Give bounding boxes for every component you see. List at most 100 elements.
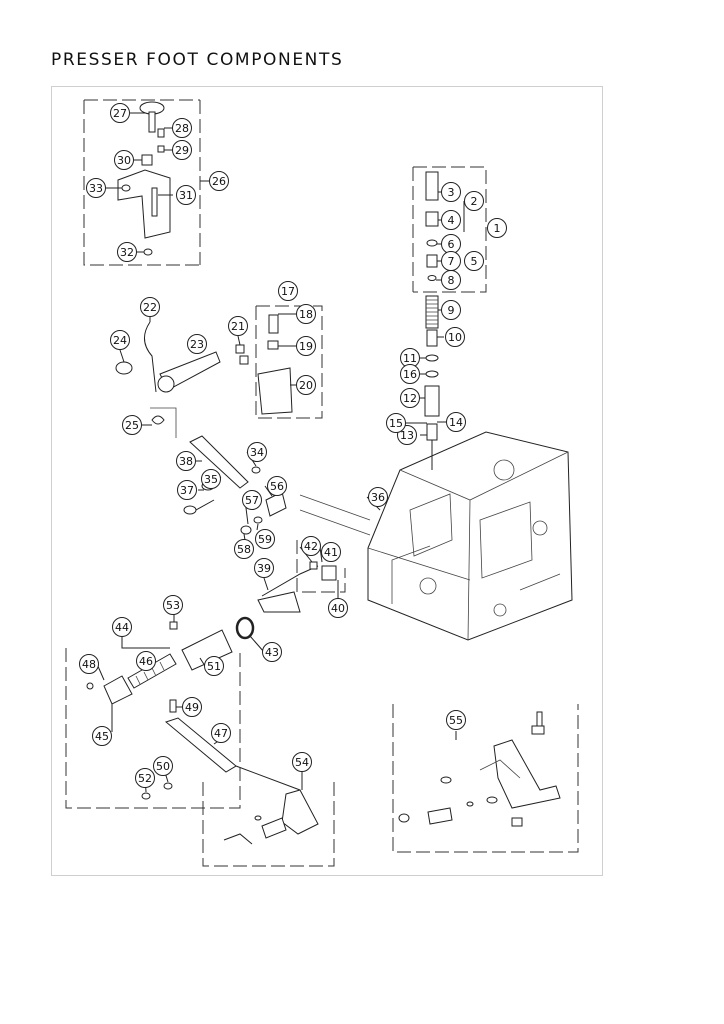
callout-28: 28	[172, 118, 192, 138]
callout-circle	[172, 140, 192, 160]
callout-circle	[79, 654, 99, 674]
callout-number: 25	[125, 419, 139, 432]
callout-circle	[153, 756, 173, 776]
callout-circle	[135, 768, 155, 788]
callout-number: 34	[250, 446, 264, 459]
callout-number: 40	[331, 602, 345, 615]
callout-circle	[446, 710, 466, 730]
presser-foot-bar-parts	[86, 653, 301, 800]
callout-49: 49	[182, 697, 202, 717]
callout-circle	[176, 451, 196, 471]
callout-circle	[321, 542, 341, 562]
callout-number: 9	[448, 304, 455, 317]
callout-circle	[122, 415, 142, 435]
callout-52: 52	[135, 768, 155, 788]
callout-number: 53	[166, 599, 180, 612]
callout-circle	[182, 697, 202, 717]
bracket-group-26	[83, 99, 201, 266]
callout-number: 7	[448, 255, 455, 268]
bracket-26-parts	[117, 101, 171, 256]
part-25-spring	[151, 415, 165, 425]
callout-number: 1	[494, 222, 501, 235]
callout-number: 31	[179, 189, 193, 202]
callout-circle	[204, 656, 224, 676]
callout-circle	[368, 487, 388, 507]
callout-number: 13	[400, 429, 414, 442]
diagram-frame	[51, 86, 603, 876]
callout-45: 45	[92, 726, 112, 746]
callout-number: 37	[180, 484, 194, 497]
callout-number: 36	[371, 491, 385, 504]
callout-number: 6	[448, 238, 455, 251]
callout-number: 55	[449, 714, 463, 727]
presser-foot-54	[223, 789, 319, 845]
callout-12: 12	[400, 388, 420, 408]
callout-circle	[163, 595, 183, 615]
callout-50: 50	[153, 756, 173, 776]
callout-number: 54	[295, 756, 309, 769]
callout-39: 39	[254, 558, 274, 578]
callout-11: 11	[400, 348, 420, 368]
callout-34: 34	[247, 442, 267, 462]
callout-number: 56	[270, 480, 284, 493]
callout-number: 26	[212, 175, 226, 188]
part-22-wire	[144, 321, 157, 393]
machine-body	[299, 431, 573, 641]
bracket-group-40	[296, 540, 346, 593]
callout-number: 52	[138, 772, 152, 785]
page-title: PRESSER FOOT COMPONENTS	[51, 50, 344, 70]
callout-20: 20	[296, 375, 316, 395]
callout-13: 13	[397, 425, 417, 445]
callout-18: 18	[296, 304, 316, 324]
callout-number: 39	[257, 562, 271, 575]
callout-32: 32	[117, 242, 137, 262]
callout-number: 3	[448, 186, 455, 199]
callout-58: 58	[234, 539, 254, 559]
callout-circle	[255, 529, 275, 549]
callout-number: 48	[82, 658, 96, 671]
callout-47: 47	[211, 723, 231, 743]
callout-circle	[464, 251, 484, 271]
callout-number: 5	[471, 255, 478, 268]
callout-number: 28	[175, 122, 189, 135]
callout-circle	[441, 182, 461, 202]
bracket-group-54	[202, 782, 335, 867]
callout-42: 42	[301, 536, 321, 556]
knee-lift-parts	[183, 435, 319, 613]
callout-number: 10	[448, 331, 462, 344]
callout-circle	[136, 651, 156, 671]
callout-21: 21	[228, 316, 248, 336]
callout-number: 20	[299, 379, 313, 392]
callout-17: 17	[278, 281, 298, 301]
callout-number: 38	[179, 455, 193, 468]
callout-number: 59	[258, 533, 272, 546]
callout-circle	[234, 539, 254, 559]
callout-circle	[112, 617, 132, 637]
callout-5: 5	[464, 251, 484, 271]
callout-19: 19	[296, 336, 316, 356]
callout-8: 8	[441, 270, 461, 290]
callout-circle	[328, 598, 348, 618]
callout-circle	[400, 364, 420, 384]
callout-54: 54	[292, 752, 312, 772]
callout-circle	[114, 150, 134, 170]
callout-circle	[187, 334, 207, 354]
bracket-group-1	[412, 166, 487, 293]
callout-number: 21	[231, 320, 245, 333]
callout-circle	[296, 336, 316, 356]
callout-26: 26	[209, 171, 229, 191]
callout-number: 30	[117, 154, 131, 167]
callout-51: 51	[204, 656, 224, 676]
callout-27: 27	[110, 103, 130, 123]
callout-number: 44	[115, 621, 129, 634]
callout-14: 14	[446, 412, 466, 432]
callout-circle	[110, 330, 130, 350]
callout-44: 44	[112, 617, 132, 637]
callout-29: 29	[172, 140, 192, 160]
callout-circle	[242, 490, 262, 510]
callout-number: 22	[143, 301, 157, 314]
callout-number: 42	[304, 540, 318, 553]
callout-number: 50	[156, 760, 170, 773]
callout-circle	[201, 469, 221, 489]
callout-48: 48	[79, 654, 99, 674]
